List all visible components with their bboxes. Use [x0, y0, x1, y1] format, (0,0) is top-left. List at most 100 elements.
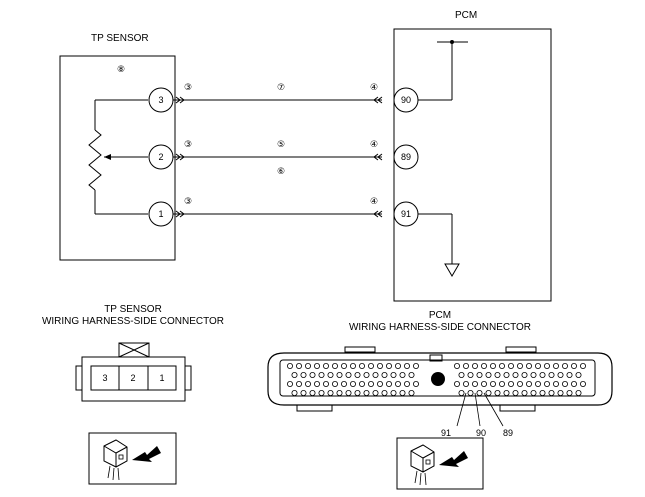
- pcm-connector-pin: [322, 380, 329, 387]
- wire-callout-pin-3: ⑦: [277, 82, 285, 92]
- pcm-connector-pin: [394, 380, 401, 387]
- pcm-connector-pin: [462, 362, 469, 369]
- pcm-connector-pin: [535, 380, 542, 387]
- wire-callout-pin-2: ⑤: [277, 139, 285, 149]
- pcm-connector-pin: [399, 389, 406, 396]
- pcm-box: [393, 28, 552, 302]
- pcm-connector-pin: [485, 389, 492, 396]
- pcm-callout-pin-89: ④: [370, 139, 378, 149]
- pcm-connector-pin: [385, 380, 392, 387]
- pcm-terminal-91-label: 91: [401, 209, 411, 219]
- pcm-connector-pin: [322, 362, 329, 369]
- pcm-connector-pin: [376, 380, 383, 387]
- pcm-connector-pin: [480, 380, 487, 387]
- pcm-connector-pin: [557, 389, 564, 396]
- pcm-connector-pin: [304, 380, 311, 387]
- pcm-connector-pin: [349, 380, 356, 387]
- pcm-connector-pin: [566, 389, 573, 396]
- pcm-connector-pin: [372, 389, 379, 396]
- pcm-connector-pin: [349, 362, 356, 369]
- pcm-connector-pin: [526, 362, 533, 369]
- pcm-connector-label-89: 89: [503, 428, 513, 438]
- wire-row-pin-2: 2 ③ ⑤ ⑥ ④ 89: [148, 139, 419, 176]
- pcm-connector-pin: [548, 389, 555, 396]
- pcm-connector-pin: [408, 371, 415, 378]
- pcm-connector-pin: [544, 380, 551, 387]
- pcm-connector-pin: [336, 389, 343, 396]
- pcm-connector-face: [267, 346, 613, 412]
- pcm-connector-pin: [300, 371, 307, 378]
- pcm-connector-pin: [553, 380, 560, 387]
- pcm-connector-pin: [503, 371, 510, 378]
- pcm-connector-pin: [535, 362, 542, 369]
- pcm-connector-pin: [503, 389, 510, 396]
- pcm-connector-pin: [512, 371, 519, 378]
- pcm-connector-pin: [521, 371, 528, 378]
- pcm-connector-pin: [403, 380, 410, 387]
- tp-connector-face: 3 2 1: [75, 342, 192, 402]
- pcm-connector-pin: [340, 362, 347, 369]
- pcm-connector-pin: [557, 371, 564, 378]
- pcm-connector-pin: [471, 362, 478, 369]
- pcm-connector-pin: [507, 362, 514, 369]
- pcm-connector-pin: [309, 389, 316, 396]
- tp-connector-title-line2: WIRING HARNESS-SIDE CONNECTOR: [42, 316, 224, 327]
- tp-connector-pin-2: 2: [130, 373, 135, 383]
- pcm-connector-pin: [367, 380, 374, 387]
- potentiometer-symbol: [88, 99, 148, 215]
- pcm-connector-pin: [318, 389, 325, 396]
- pcm-connector-pin: [318, 371, 325, 378]
- pcm-connector-pin: [512, 389, 519, 396]
- pcm-connector-pin: [327, 389, 334, 396]
- wire-row-pin-3: 3 ③ ⑦ ④ 90: [148, 82, 419, 113]
- wire-row-pin-1: 1 ③ ④ 91: [148, 196, 419, 227]
- pcm-connector-pin: [539, 389, 546, 396]
- pcm-connector-pin: [575, 389, 582, 396]
- pcm-connector-pin: [403, 362, 410, 369]
- pcm-connector-pin: [291, 389, 298, 396]
- pcm-connector-pin: [580, 380, 587, 387]
- pcm-view-direction-icon: [396, 437, 484, 490]
- pcm-connector-pin: [376, 362, 383, 369]
- pcm-connector-title-line2: WIRING HARNESS-SIDE CONNECTOR: [349, 322, 531, 333]
- pcm-connector-pin: [530, 389, 537, 396]
- pcm-connector-pin: [313, 380, 320, 387]
- pcm-connector-pin: [354, 371, 361, 378]
- tp-sensor-box: [59, 55, 176, 261]
- connector-callout-pin-3: ③: [184, 82, 192, 92]
- pcm-ground-line: [418, 213, 460, 277]
- pcm-connector-pin: [309, 371, 316, 378]
- pcm-connector-pin: [548, 371, 555, 378]
- pcm-terminal-89: [393, 144, 419, 170]
- pcm-connector-pin: [544, 362, 551, 369]
- pcm-connector-pin: [363, 371, 370, 378]
- pcm-connector-pin: [363, 389, 370, 396]
- pcm-connector-pin: [394, 362, 401, 369]
- sensor-pin-2-label: 2: [158, 152, 163, 162]
- pcm-connector-pin: [498, 362, 505, 369]
- connector-callout-pin-2: ③: [184, 139, 192, 149]
- pcm-connector-pin: [507, 380, 514, 387]
- pcm-connector-pin: [300, 389, 307, 396]
- pcm-connector-pin: [385, 362, 392, 369]
- pcm-connector-title-line1: PCM: [429, 310, 451, 321]
- pcm-connector-pin: [553, 362, 560, 369]
- pcm-connector-pin: [458, 371, 465, 378]
- pcm-connector-pin: [408, 389, 415, 396]
- pcm-connector-pin: [313, 362, 320, 369]
- tp-view-direction-icon: [88, 432, 177, 485]
- connector-callout-pin-1: ③: [184, 196, 192, 206]
- sensor-pin-1-label: 1: [158, 209, 163, 219]
- pcm-connector-pin: [566, 371, 573, 378]
- pcm-connector-pin: [562, 380, 569, 387]
- pcm-connector-pin: [286, 362, 293, 369]
- wire-callout-pin-2-alt: ⑥: [277, 166, 285, 176]
- tp-connector-title-line1: TP SENSOR: [104, 304, 162, 315]
- pcm-reference-voltage-line: [418, 40, 468, 101]
- pcm-connector-pin: [471, 380, 478, 387]
- pcm-terminal-90-label: 90: [401, 95, 411, 105]
- pcm-connector-pin: [304, 362, 311, 369]
- pcm-connector-pin: [399, 371, 406, 378]
- pcm-connector-pin: [494, 389, 501, 396]
